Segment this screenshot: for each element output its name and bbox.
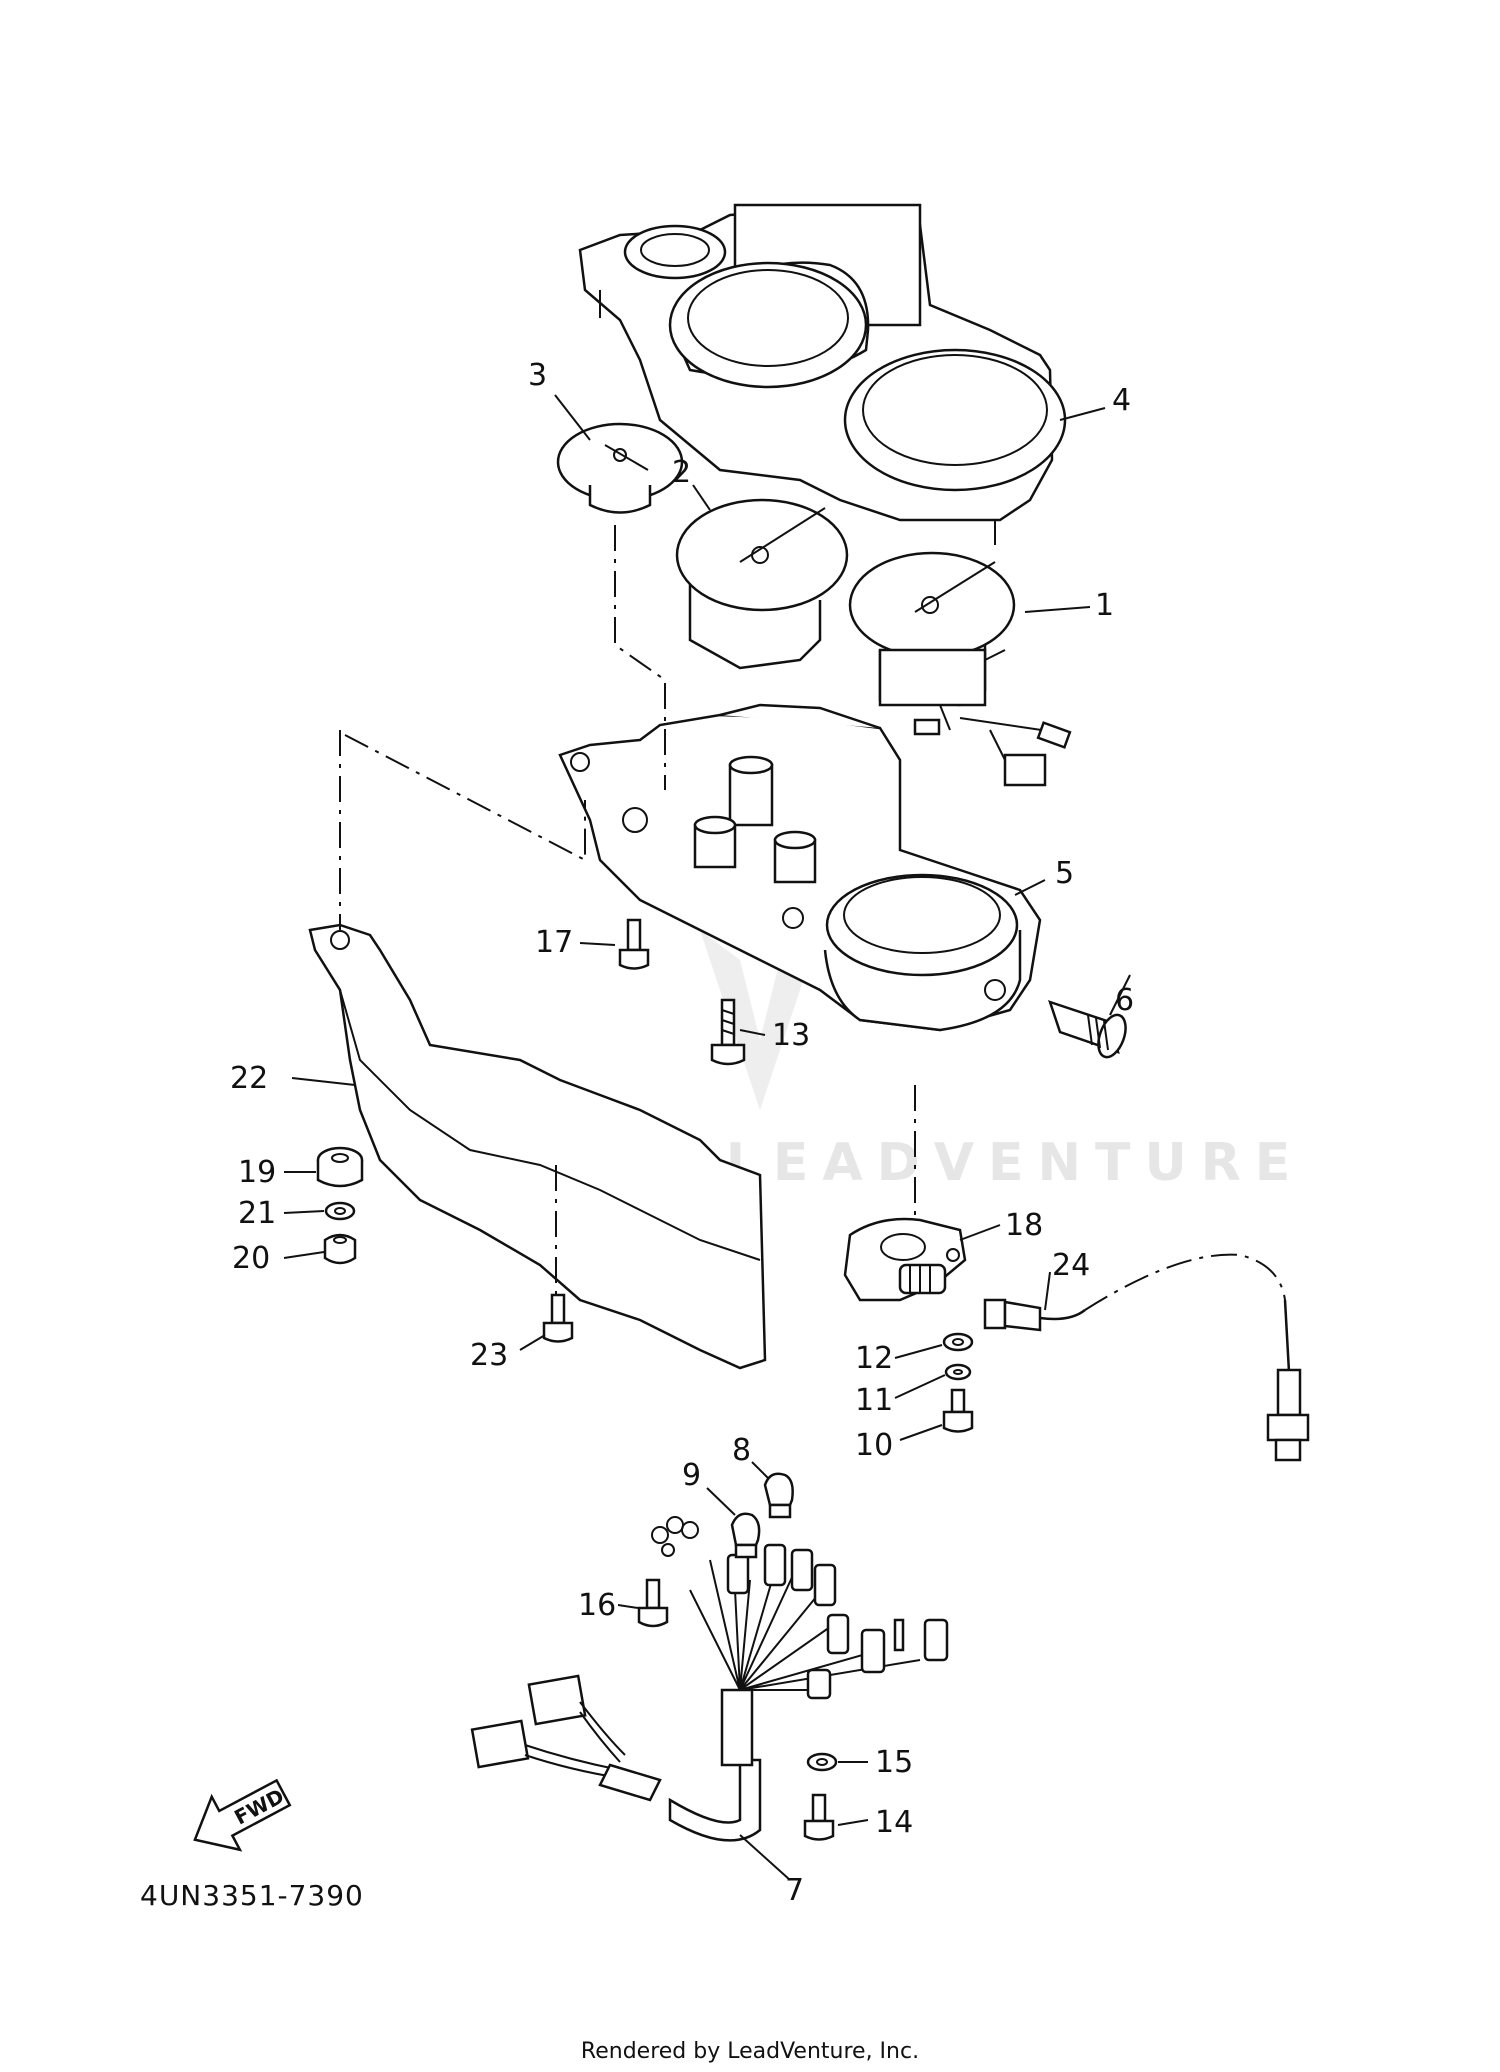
washer-part-21 bbox=[324, 1201, 356, 1221]
gear-unit-part-18 bbox=[843, 1217, 967, 1302]
callout-21: 21 bbox=[238, 1196, 276, 1231]
meter-case-part-5 bbox=[558, 703, 1042, 1032]
screw-part-10 bbox=[942, 1388, 974, 1433]
bulb-part-8 bbox=[763, 1472, 794, 1519]
screw-part-14 bbox=[803, 1793, 835, 1841]
fwd-arrow: FWD bbox=[193, 1778, 292, 1852]
callout-4: 4 bbox=[1112, 383, 1131, 418]
callout-18: 18 bbox=[1005, 1208, 1043, 1243]
screw-part-13 bbox=[710, 998, 746, 1066]
callout-13: 13 bbox=[772, 1018, 810, 1053]
callout-22: 22 bbox=[230, 1061, 268, 1096]
assembly-lines bbox=[339, 525, 916, 1295]
callout-17: 17 bbox=[535, 925, 573, 960]
callout-14: 14 bbox=[875, 1805, 913, 1840]
gauge-part-1 bbox=[848, 551, 1072, 787]
washer-part-15 bbox=[806, 1752, 838, 1772]
callout-7: 7 bbox=[785, 1873, 804, 1908]
callout-10: 10 bbox=[855, 1428, 893, 1463]
callout-5: 5 bbox=[1055, 856, 1074, 891]
nut-part-20 bbox=[323, 1233, 357, 1265]
indicator-gauge-part-3 bbox=[556, 422, 684, 514]
callout-1: 1 bbox=[1095, 588, 1114, 623]
washer-part-12 bbox=[942, 1332, 974, 1352]
callout-20: 20 bbox=[232, 1241, 270, 1276]
callout-12: 12 bbox=[855, 1341, 893, 1376]
leader-lines bbox=[283, 394, 1131, 1881]
gauge-part-2 bbox=[675, 498, 849, 670]
screw-part-17 bbox=[618, 918, 650, 970]
callout-19: 19 bbox=[238, 1155, 276, 1190]
callout-3: 3 bbox=[528, 358, 547, 393]
callout-2: 2 bbox=[672, 455, 691, 490]
callouts: 6 3 2 4 1 5 17 13 22 19 21 20 18 24 23 1… bbox=[230, 358, 1134, 1908]
screw-part-16 bbox=[637, 1578, 669, 1628]
footer-credit: Rendered by LeadVenture, Inc. bbox=[581, 2039, 919, 2064]
callout-24: 24 bbox=[1052, 1248, 1090, 1283]
meter-cover-part-4 bbox=[578, 203, 1067, 545]
callout-9: 9 bbox=[682, 1458, 701, 1493]
lock-washer-part-11 bbox=[944, 1363, 972, 1381]
callout-15: 15 bbox=[875, 1745, 913, 1780]
speedometer-cable-part-24 bbox=[983, 1253, 1310, 1462]
callout-23: 23 bbox=[470, 1338, 508, 1373]
bulb-part-9 bbox=[730, 1512, 761, 1559]
callout-16: 16 bbox=[578, 1588, 616, 1623]
callout-6: 6 bbox=[1115, 983, 1134, 1018]
meter-bottom-cover-part-22 bbox=[308, 923, 767, 1370]
diagram-code: 4UN3351-7390 bbox=[140, 1879, 364, 1912]
callout-11: 11 bbox=[855, 1383, 893, 1418]
screw-part-23 bbox=[542, 1293, 574, 1343]
watermark-text: LEADVENTURE bbox=[726, 1133, 1305, 1193]
grommet-part-19 bbox=[316, 1146, 364, 1188]
callout-8: 8 bbox=[732, 1433, 751, 1468]
wire-harness-part-7 bbox=[470, 1516, 949, 1842]
drive-gear-part-6 bbox=[1048, 1000, 1127, 1059]
